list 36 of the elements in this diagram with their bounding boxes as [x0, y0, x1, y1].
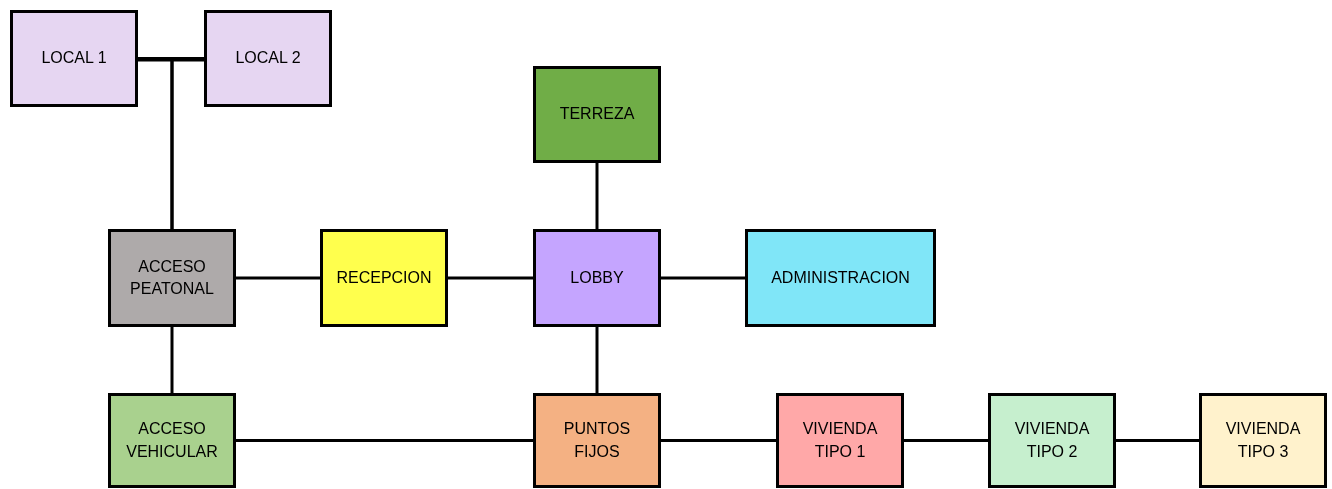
room-label: VIVIENDA TIPO 2: [1013, 419, 1091, 462]
connector-line: [904, 439, 988, 442]
room-label: RECEPCION: [335, 267, 433, 288]
connector-line: [448, 276, 533, 280]
room-label: TERREZA: [558, 104, 636, 125]
connector-line: [595, 327, 599, 393]
connector-line: [138, 57, 204, 60]
room-label: LOCAL 2: [234, 48, 302, 69]
room-label: LOBBY: [569, 267, 625, 288]
room-label: ADMINISTRACION: [770, 267, 911, 288]
connector-line: [661, 439, 776, 442]
room-box: [776, 393, 904, 488]
room-box: [204, 10, 332, 107]
room-label: ACCESO PEATONAL: [129, 256, 215, 299]
room-box: [10, 10, 138, 107]
room-box: [533, 393, 661, 488]
connector-line: [170, 327, 174, 393]
room-label: VIVIENDA TIPO 3: [1224, 419, 1302, 462]
room-label: VIVIENDA TIPO 1: [801, 419, 879, 462]
room-box: [320, 229, 448, 327]
room-label: PUNTOS FIJOS: [562, 419, 632, 462]
connector-line: [1116, 439, 1199, 442]
room-box: [108, 393, 236, 488]
connector-line: [236, 439, 533, 442]
room-box: [533, 66, 661, 163]
room-box: [108, 229, 236, 327]
room-box: [988, 393, 1116, 488]
room-box: [745, 229, 936, 327]
room-label: LOCAL 1: [40, 48, 108, 69]
connector-line: [170, 58, 204, 229]
room-box: [1199, 393, 1327, 488]
connector-line: [236, 276, 320, 280]
room-label: ACCESO VEHICULAR: [125, 419, 219, 462]
connector-line: [595, 163, 599, 229]
connector-line: [661, 276, 745, 280]
room-box: [533, 229, 661, 327]
